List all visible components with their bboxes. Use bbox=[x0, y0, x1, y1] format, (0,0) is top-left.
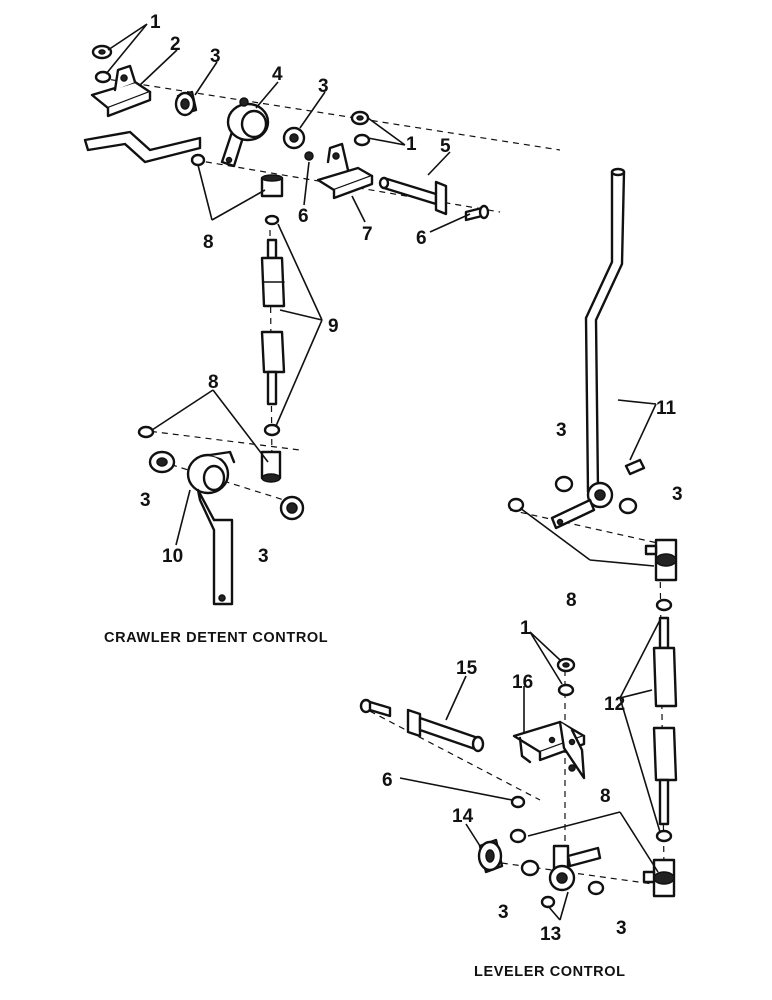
callout-1: 1 bbox=[406, 134, 417, 155]
callout-3: 3 bbox=[258, 546, 269, 567]
callout-3: 3 bbox=[672, 484, 683, 505]
callout-8: 8 bbox=[566, 590, 577, 611]
callout-6: 6 bbox=[298, 206, 309, 227]
bushing-3a bbox=[174, 90, 198, 117]
callout-5: 5 bbox=[440, 136, 451, 157]
callout-10: 10 bbox=[162, 546, 183, 567]
caption-crawler-detent-control: CRAWLER DETENT CONTROL bbox=[104, 630, 328, 646]
bushing-3h bbox=[587, 880, 605, 896]
callout-8: 8 bbox=[208, 372, 219, 393]
callout-16: 16 bbox=[512, 672, 533, 693]
rod-end-8d bbox=[642, 858, 676, 898]
bushing-3e bbox=[554, 475, 574, 493]
nut-washer-1 bbox=[91, 44, 113, 84]
callout-1: 1 bbox=[150, 12, 161, 33]
callout-2: 2 bbox=[170, 34, 181, 55]
turnbuckle-9 bbox=[260, 238, 286, 437]
bushing-3d bbox=[279, 495, 305, 521]
pin-15 bbox=[406, 708, 485, 753]
callout-9: 9 bbox=[328, 316, 339, 337]
callout-14: 14 bbox=[452, 806, 474, 827]
bushing-3g bbox=[520, 859, 540, 877]
shaft-rod bbox=[83, 130, 202, 164]
nut-8c-left bbox=[507, 497, 525, 513]
nut-washer-1c bbox=[556, 657, 576, 697]
rod-end-8c bbox=[644, 538, 678, 582]
callout-7: 7 bbox=[362, 224, 373, 245]
bushing-3b bbox=[282, 126, 306, 150]
callout-12: 12 bbox=[604, 694, 625, 715]
bushing-3f bbox=[618, 497, 638, 515]
callout-11: 11 bbox=[656, 398, 677, 419]
callout-8: 8 bbox=[600, 786, 611, 807]
callout-3: 3 bbox=[318, 76, 329, 97]
bell-crank-13 bbox=[540, 844, 602, 909]
nut-washer-1b bbox=[350, 110, 371, 147]
callout-8: 8 bbox=[203, 232, 214, 253]
callout-1: 1 bbox=[520, 618, 531, 639]
callout-3: 3 bbox=[556, 420, 567, 441]
rod-end-8a bbox=[190, 153, 284, 226]
callout-6: 6 bbox=[416, 228, 427, 249]
callout-3: 3 bbox=[140, 490, 151, 511]
rod-end-8b bbox=[137, 425, 282, 483]
callout-3: 3 bbox=[210, 46, 221, 67]
bolt-6 bbox=[464, 204, 490, 222]
callout-4: 4 bbox=[272, 64, 283, 85]
callout-3: 3 bbox=[498, 902, 509, 923]
bushing-3c bbox=[148, 450, 176, 474]
callout-13: 13 bbox=[540, 924, 561, 945]
caption-leveler-control: LEVELER CONTROL bbox=[474, 964, 626, 980]
nut-6c bbox=[510, 795, 526, 809]
bracket-7 bbox=[304, 142, 374, 200]
nut-8d bbox=[509, 828, 527, 844]
bolt-6c bbox=[359, 698, 392, 718]
bushing-14 bbox=[477, 838, 504, 874]
leveler-assembly bbox=[359, 167, 681, 921]
callout-3: 3 bbox=[616, 918, 627, 939]
turnbuckle-12 bbox=[652, 598, 678, 843]
pin-5 bbox=[378, 176, 448, 216]
lever-10 bbox=[186, 450, 236, 606]
bracket-2 bbox=[90, 64, 152, 118]
lever-11 bbox=[550, 167, 646, 530]
callout-6: 6 bbox=[382, 770, 393, 791]
bracket-16 bbox=[512, 720, 586, 780]
lever-4 bbox=[220, 97, 270, 168]
crawler-detent-assembly bbox=[83, 23, 561, 606]
callout-15: 15 bbox=[456, 658, 478, 679]
